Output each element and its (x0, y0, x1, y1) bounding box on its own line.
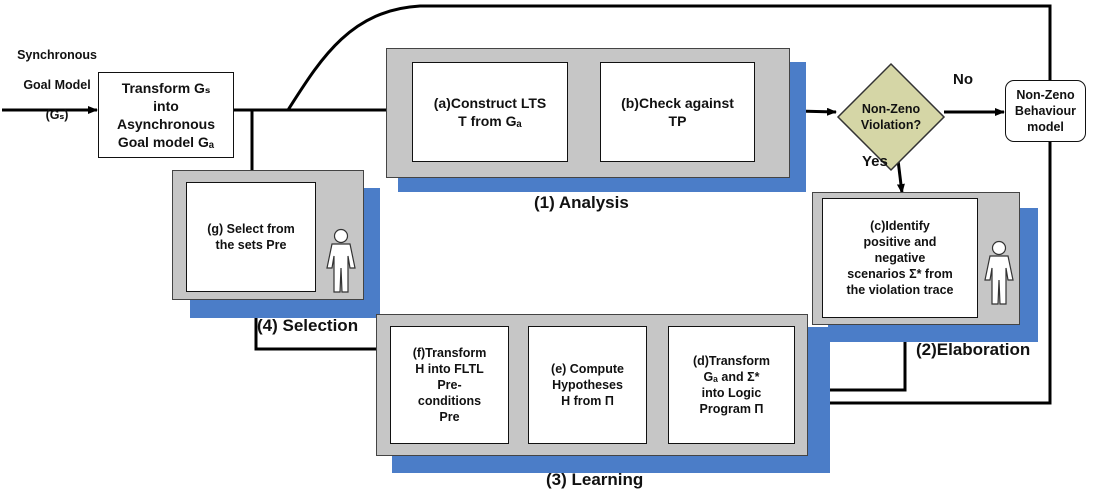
input-label: Synchronous Goal Model (Gₛ) (2, 33, 112, 123)
non-zeno-model-text: Non-Zeno Behaviour model (1014, 88, 1077, 134)
identify-text: (c)Identify positive and negative scenar… (846, 219, 954, 297)
non-zeno-model-box: Non-Zeno Behaviour model (1005, 80, 1086, 142)
construct-lts-text: (a)Construct LTS T from Gₐ (433, 95, 547, 129)
decision-diamond-shape (836, 62, 946, 172)
learning-label: (3) Learning (546, 470, 644, 489)
compute-box: (e) Compute Hypotheses H from Π (528, 326, 647, 444)
input-label-line2: Goal Model (23, 78, 91, 92)
input-label-line3: (Gₛ) (45, 108, 69, 122)
transform-h-text: (f)Transform H into FLTL Pre- conditions… (412, 346, 487, 424)
transform-gs-text: Transform Gₛ into Asynchronous Goal mode… (116, 80, 215, 150)
selection-label: (4) Selection (257, 316, 359, 335)
user-icon-selection (326, 228, 356, 293)
identify-box: (c)Identify positive and negative scenar… (822, 198, 978, 318)
transform-ga-box: (d)Transform Gₐ and Σ* into Logic Progra… (668, 326, 795, 444)
input-label-line1: Synchronous (17, 48, 97, 62)
construct-lts-box: (a)Construct LTS T from Gₐ (412, 62, 568, 162)
analysis-label: (1) Analysis (534, 193, 629, 212)
select-box: (g) Select from the sets Pre (186, 182, 316, 292)
decision-diamond: Non-Zeno Violation? (836, 62, 946, 172)
check-against-box: (b)Check against TP (600, 62, 755, 162)
transform-gs-box: Transform Gₛ into Asynchronous Goal mode… (98, 72, 234, 158)
arrow-decision-to-identify (896, 159, 905, 194)
no-label: No (953, 71, 973, 88)
compute-text: (e) Compute Hypotheses H from Π (551, 362, 624, 408)
user-icon-elaboration (984, 240, 1014, 305)
decision-text: Non-Zeno Violation? (860, 102, 922, 132)
select-text: (g) Select from the sets Pre (207, 222, 295, 252)
elaboration-label: (2)Elaboration (916, 340, 1031, 359)
check-against-text: (b)Check against TP (621, 95, 734, 129)
transform-h-box: (f)Transform H into FLTL Pre- conditions… (390, 326, 509, 444)
transform-ga-text: (d)Transform Gₐ and Σ* into Logic Progra… (692, 354, 771, 416)
yes-label: Yes (862, 153, 888, 170)
arrow-feedback-loop (286, 4, 1052, 407)
